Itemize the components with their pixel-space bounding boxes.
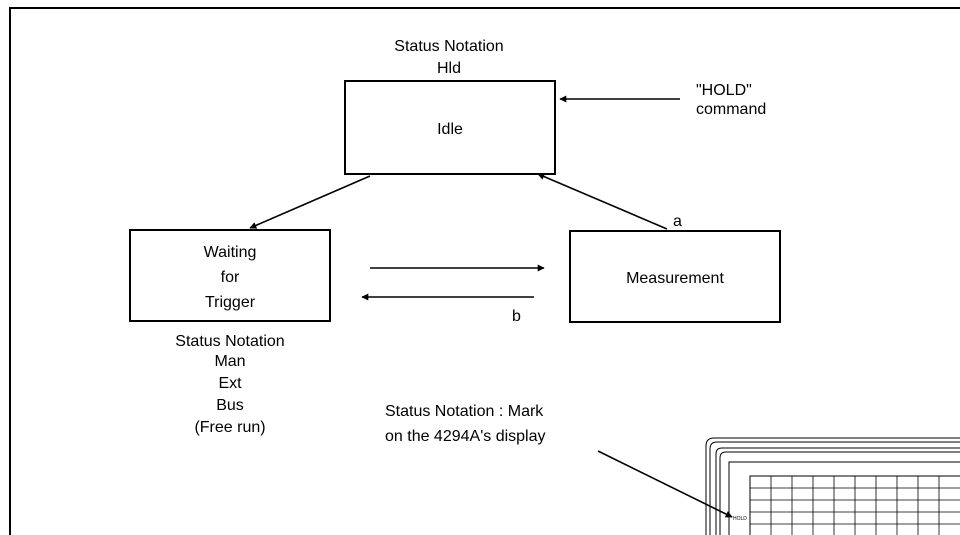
hold-command-label-line2: command [696, 101, 766, 118]
waiting-mode-bus: Bus [216, 397, 244, 414]
waiting-mode-man: Man [214, 353, 245, 370]
hold-command-label-line1: "HOLD" [696, 82, 752, 99]
outer-frame [9, 7, 960, 535]
display-grid [750, 476, 960, 535]
measurement-state-box [569, 230, 781, 323]
idle-status-title: Status Notation [394, 38, 503, 55]
idle-state-label: Idle [437, 121, 463, 138]
waiting-status-title: Status Notation [175, 333, 284, 350]
transition-label-a: a [673, 213, 682, 230]
idle-state-box [344, 80, 556, 175]
waiting-mode-ext: Ext [218, 375, 242, 392]
transition-label-b: b [512, 308, 521, 325]
waiting-label-line3: Trigger [205, 294, 256, 311]
display-note-arrow [597, 450, 733, 518]
display-note-line2: on the 4294A's display [385, 428, 546, 445]
display-note-line1: Status Notation : Mark [385, 403, 544, 420]
measurement-to-idle-arrow [537, 173, 668, 230]
instrument-display-illustration: HOLD [705, 437, 960, 535]
idle-to-waiting-arrow [249, 175, 371, 229]
waiting-label-line1: Waiting [204, 244, 257, 261]
waiting-state-box [129, 229, 331, 322]
waiting-mode-free-run: (Free run) [194, 419, 265, 436]
waiting-label-line2: for [221, 269, 240, 286]
measurement-state-label: Measurement [626, 270, 724, 287]
idle-status-code: Hld [437, 60, 461, 77]
display-hold-mark: HOLD [733, 516, 747, 522]
